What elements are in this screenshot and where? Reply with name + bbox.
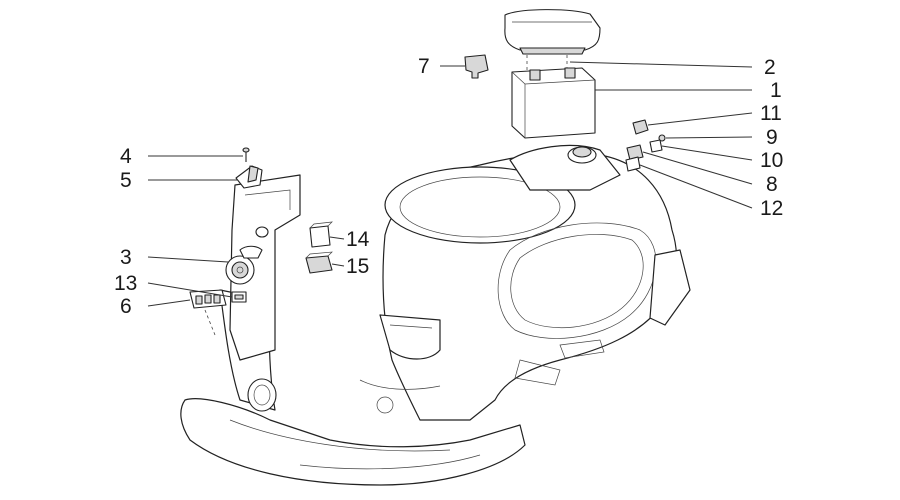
battery-cover — [504, 9, 601, 55]
callout-labels: 2 1 7 11 9 10 8 12 4 5 3 13 6 14 15 — [114, 55, 783, 318]
callout-3: 3 — [120, 246, 132, 269]
scooter-body — [180, 144, 691, 486]
clip — [235, 165, 263, 189]
screw — [242, 147, 250, 162]
callout-11: 11 — [760, 102, 782, 125]
callout-12: 12 — [760, 197, 783, 220]
callout-13: 13 — [114, 272, 137, 295]
callout-8: 8 — [766, 173, 778, 196]
callout-9: 9 — [766, 126, 778, 149]
connector-13 — [231, 291, 247, 303]
callout-14: 14 — [346, 228, 370, 251]
callout-6: 6 — [120, 295, 132, 318]
callout-1: 1 — [770, 79, 782, 102]
leader-lines — [147, 61, 753, 307]
callout-15: 15 — [346, 255, 369, 278]
fuse-box — [189, 289, 227, 336]
callout-2: 2 — [764, 56, 776, 79]
callout-7: 7 — [418, 55, 430, 78]
callout-5: 5 — [120, 169, 132, 192]
connector-11 — [632, 119, 649, 135]
relay-holder — [305, 251, 333, 274]
relay-14 — [309, 221, 333, 248]
callout-10: 10 — [760, 149, 783, 172]
ignition-switch — [225, 245, 263, 285]
relay — [464, 54, 489, 79]
callout-4: 4 — [120, 145, 132, 168]
battery — [511, 55, 596, 139]
